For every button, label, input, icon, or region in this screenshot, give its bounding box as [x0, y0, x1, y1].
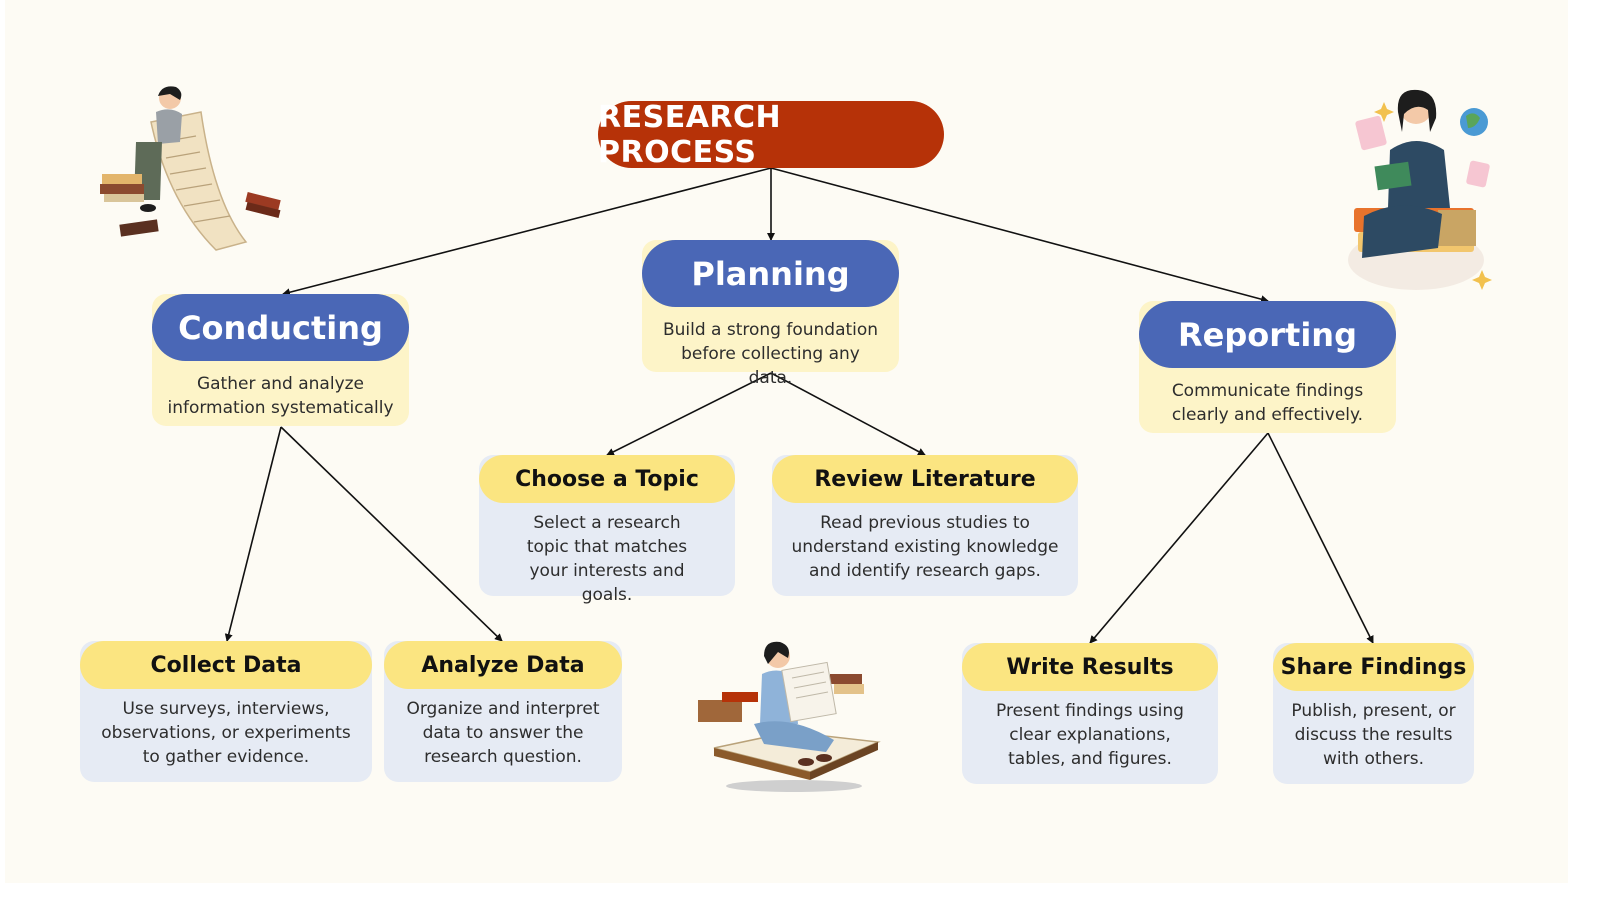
title-text: RESEARCH PROCESS — [598, 99, 782, 170]
step-share-findings: Share Findings Publish, present, or disc… — [1273, 643, 1474, 784]
arrow-planning-to-review-literature — [770, 372, 926, 456]
stage-reporting-header: Reporting — [1139, 301, 1396, 368]
stage-planning: Planning Build a strong foundation befor… — [642, 240, 899, 388]
arrow-planning-to-choose-topic — [606, 372, 772, 456]
step-share-findings-label: Share Findings — [1280, 654, 1467, 680]
title-node: RESEARCH PROCESS — [598, 99, 944, 170]
arrow-title-to-conducting — [282, 167, 772, 297]
stage-planning-header: Planning — [642, 240, 899, 307]
step-write-results-label: Write Results — [1006, 654, 1174, 680]
step-collect-data-label: Collect Data — [150, 652, 302, 678]
arrow-title-to-reporting — [770, 167, 1269, 304]
step-share-findings-header: Share Findings — [1273, 643, 1474, 691]
step-review-literature-description: Read previous studies to understand exis… — [791, 513, 1059, 581]
step-collect-data: Collect Data Use surveys, interviews, ob… — [80, 641, 372, 782]
step-collect-data-header: Collect Data — [80, 641, 372, 689]
woman-reading-newspaper-illustration — [698, 641, 881, 792]
step-analyze-data-label: Analyze Data — [421, 652, 585, 678]
step-review-literature-header: Review Literature — [772, 455, 1078, 503]
stage-conducting-label: Conducting — [178, 308, 383, 347]
step-write-results: Write Results Present findings using cle… — [962, 643, 1218, 784]
step-review-literature: Review Literature Read previous studies … — [772, 455, 1078, 596]
arrow-conducting-to-analyze-data — [280, 426, 503, 642]
arrow-reporting-to-write-results — [1089, 432, 1269, 644]
woman-reading-book-illustration — [1348, 89, 1492, 290]
step-write-results-header: Write Results — [962, 643, 1218, 691]
stage-reporting: Reporting Communicate findings clearly a… — [1139, 301, 1396, 433]
step-choose-topic-header: Choose a Topic — [479, 455, 735, 503]
step-share-findings-description: Publish, present, or discuss the results… — [1291, 701, 1456, 769]
stage-reporting-label: Reporting — [1178, 315, 1357, 354]
step-analyze-data-description: Organize and interpret data to answer th… — [406, 699, 600, 767]
step-collect-data-description: Use surveys, interviews, observations, o… — [101, 699, 351, 767]
step-choose-topic-description: Select a research topic that matches you… — [526, 513, 688, 605]
step-choose-topic-label: Choose a Topic — [515, 466, 699, 492]
stage-reporting-description: Communicate findings clearly and effecti… — [1171, 381, 1364, 425]
step-analyze-data-header: Analyze Data — [384, 641, 622, 689]
woman-reading-scroll-illustration — [100, 86, 281, 251]
arrow-reporting-to-share-findings — [1267, 432, 1374, 644]
step-choose-topic: Choose a Topic Select a research topic t… — [479, 455, 735, 605]
step-write-results-description: Present findings using clear explanation… — [996, 701, 1184, 769]
stage-conducting: Conducting Gather and analyze informatio… — [152, 294, 409, 426]
step-review-literature-label: Review Literature — [814, 466, 1036, 492]
stage-conducting-header: Conducting — [152, 294, 409, 361]
step-analyze-data: Analyze Data Organize and interpret data… — [384, 641, 622, 782]
stage-conducting-description: Gather and analyze information systemati… — [167, 374, 394, 418]
arrow-conducting-to-collect-data — [224, 426, 282, 642]
stage-planning-description: Build a strong foundation before collect… — [662, 320, 879, 388]
stage-planning-label: Planning — [691, 254, 850, 293]
